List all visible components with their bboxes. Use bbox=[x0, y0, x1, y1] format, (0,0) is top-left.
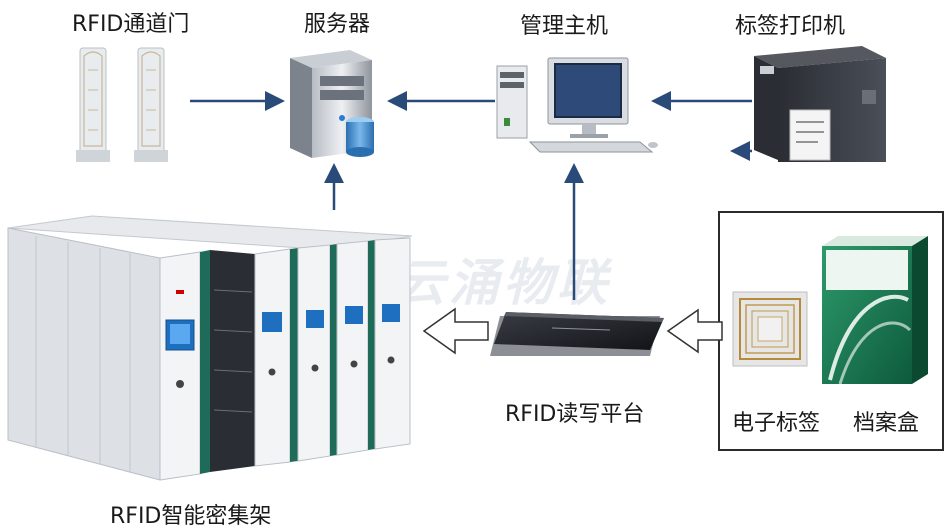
watermark-text: 云涌物联 bbox=[395, 254, 611, 312]
gate-label: RFID通道门 bbox=[72, 12, 190, 37]
printer-label: 标签打印机 bbox=[735, 14, 846, 39]
host-computer-icon bbox=[496, 57, 658, 153]
rfid-reader-pad-icon bbox=[490, 312, 664, 356]
server-icon bbox=[290, 50, 374, 158]
smart-shelving-icon bbox=[7, 215, 413, 481]
rfid-gate-icon bbox=[76, 47, 168, 162]
tag-label: 电子标签 bbox=[732, 411, 821, 436]
server-label: 服务器 bbox=[304, 12, 371, 37]
archive-box-label: 档案盒 bbox=[853, 411, 920, 436]
hollow-arrow-left-icon bbox=[422, 307, 489, 355]
electronic-tag-icon bbox=[732, 291, 808, 367]
label-printer-icon bbox=[754, 46, 886, 162]
shelf-label: RFID智能密集架 bbox=[110, 504, 272, 529]
archive-box-icon bbox=[822, 236, 928, 385]
host-label: 管理主机 bbox=[520, 14, 609, 39]
reader-label: RFID读写平台 bbox=[505, 402, 645, 427]
hollow-arrow-left-icon-2 bbox=[666, 308, 723, 354]
connector-arrows bbox=[190, 91, 752, 300]
